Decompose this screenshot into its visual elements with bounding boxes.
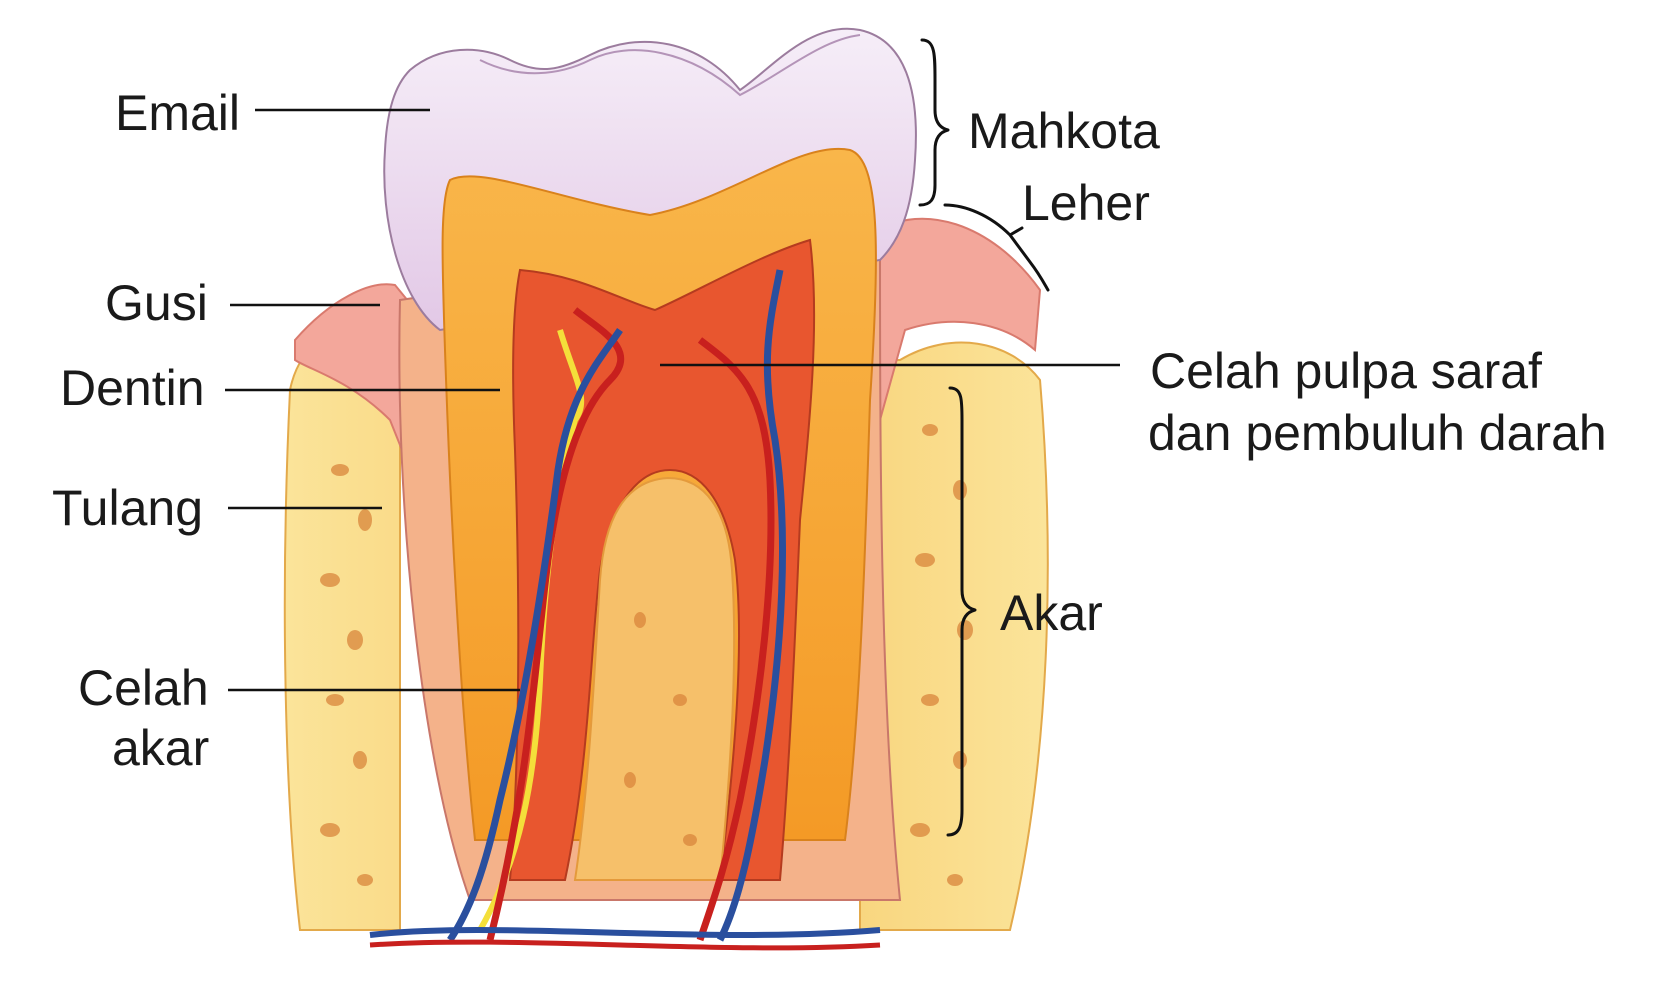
- label-email: Email: [115, 85, 240, 141]
- vein-left: [447, 328, 623, 942]
- bone-pores: [320, 424, 973, 886]
- inner-dentin: [573, 476, 736, 881]
- artery-right: [696, 337, 775, 942]
- brace-akar: [946, 386, 977, 837]
- label-leher: Leher: [1022, 175, 1150, 231]
- label-celah-akar-1: Celah: [78, 660, 209, 716]
- label-celah-akar-2: akar: [112, 720, 209, 776]
- vein-right: [716, 269, 786, 942]
- label-celah-pulpa-1: Celah pulpa saraf: [1150, 343, 1542, 399]
- brace-leher: [943, 203, 1050, 292]
- label-akar: Akar: [1000, 585, 1103, 641]
- gum-right: [879, 217, 1042, 421]
- enamel-top-fissure: [479, 34, 861, 97]
- label-gusi: Gusi: [105, 275, 208, 331]
- label-celah-pulpa-2: dan pembuluh darah: [1148, 405, 1607, 461]
- vessel-base-red: [369, 939, 881, 951]
- brace-mahkota: [918, 38, 950, 207]
- label-tulang: Tulang: [52, 480, 203, 536]
- label-dentin: Dentin: [60, 360, 205, 416]
- vessel-base: [369, 927, 881, 938]
- label-mahkota: Mahkota: [968, 103, 1160, 159]
